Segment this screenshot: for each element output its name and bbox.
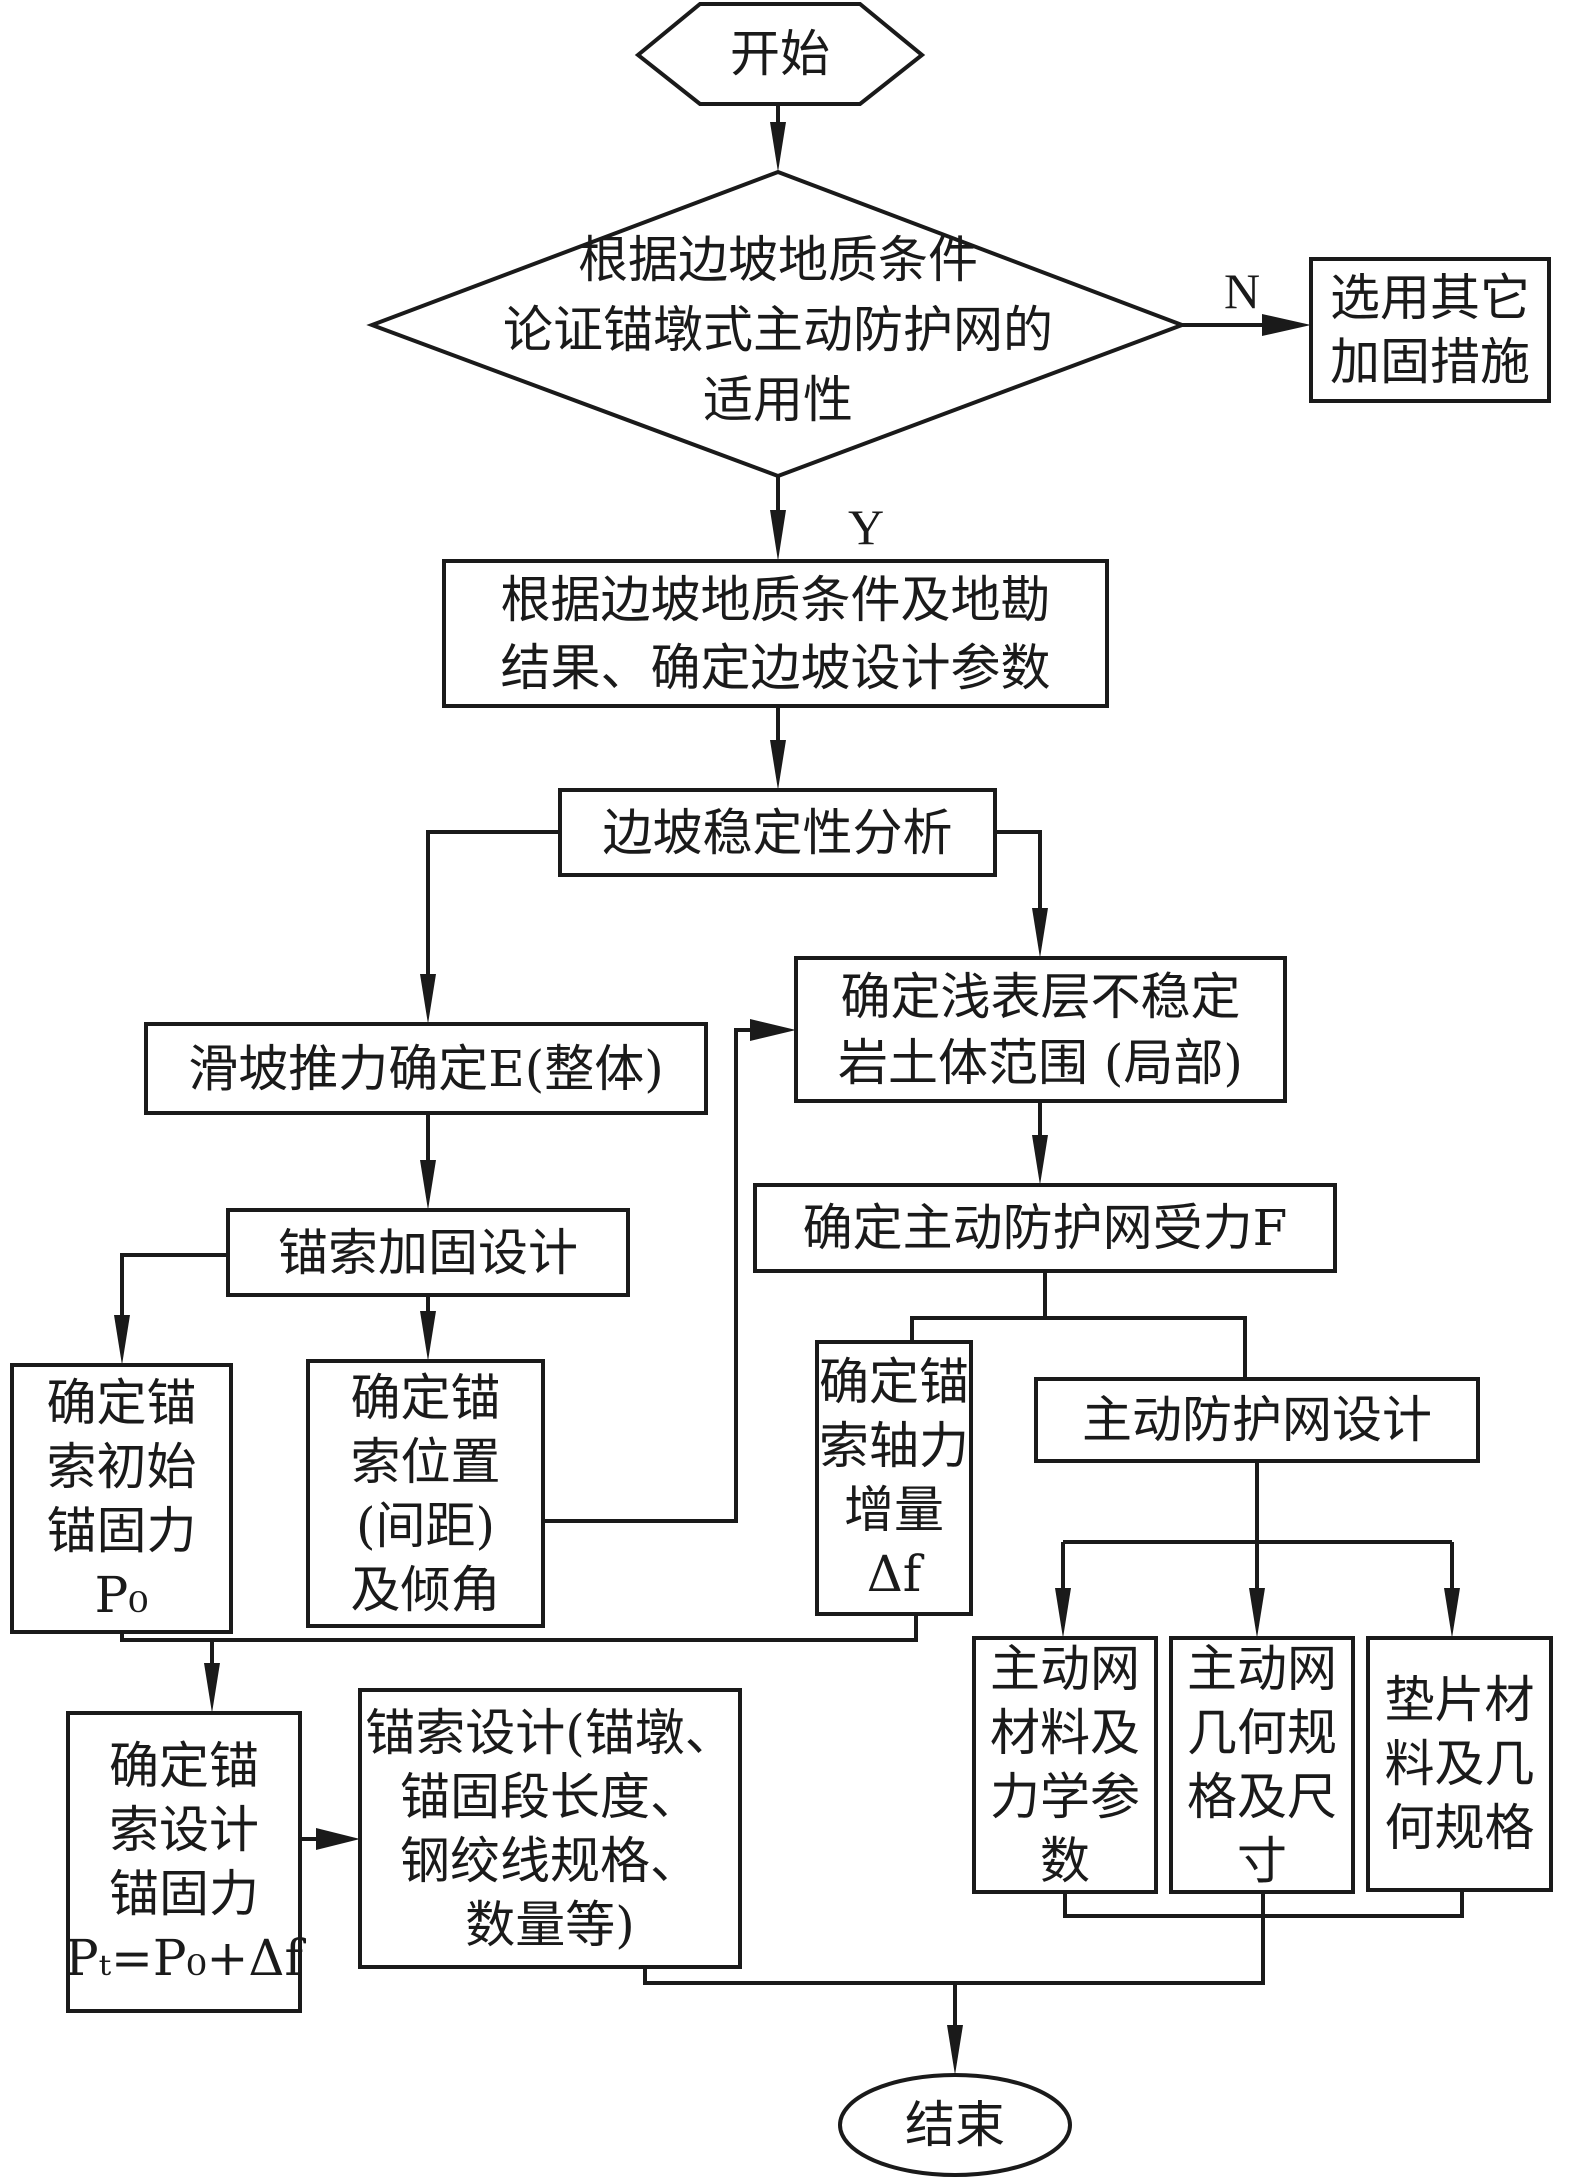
net-material-box	[972, 1636, 1158, 1894]
net-design-node: 主动防护网设计	[1082, 1391, 1432, 1449]
design-params-box	[442, 559, 1109, 708]
arrowhead	[420, 1311, 436, 1361]
end-node: 结束	[905, 2096, 1005, 2154]
arrowhead	[420, 1160, 436, 1210]
no-branch-label: N	[1224, 263, 1261, 319]
washer-node: 垫片材 料及几 何规格	[1384, 1671, 1535, 1857]
arrowhead	[420, 974, 436, 1024]
arrowhead	[1055, 1588, 1071, 1638]
edge-stability-shallow	[995, 830, 1042, 946]
arrowhead	[750, 1019, 796, 1041]
arrowhead	[770, 122, 786, 172]
axial-increment-node: 确定锚 索轴力 增量 Δf	[819, 1353, 969, 1603]
arrowhead	[770, 740, 786, 790]
arrowhead	[1262, 314, 1311, 336]
thrust-node: 滑坡推力确定E(整体)	[188, 1039, 664, 1098]
design-params-node: 根据边坡地质条件及地勘 结果、确定边坡设计参数	[500, 570, 1051, 697]
anchor-design-node: 锚索设计(锚墩、 锚固段长度、 钢绞线规格、 数量等)	[365, 1703, 735, 1954]
arrowhead	[1444, 1588, 1460, 1638]
start-node-shape	[634, 2, 926, 106]
arrowhead	[770, 510, 786, 561]
shallow-range-node: 确定浅表层不稳定 岩土体范围 (局部)	[838, 967, 1243, 1092]
alt-measures-node: 选用其它 加固措施	[1330, 269, 1530, 391]
net-material-node: 主动网 材料及 力学参 数	[990, 1640, 1140, 1890]
initial-force-box	[10, 1363, 233, 1634]
anchor-position-box	[306, 1359, 545, 1628]
edge-initial-axial-merge	[120, 1614, 918, 1642]
arrowhead	[1032, 1135, 1048, 1185]
net-geometry-node: 主动网 几何规 格及尺 寸	[1187, 1640, 1337, 1890]
start-node: 开始	[730, 25, 830, 83]
arrowheads	[114, 122, 1460, 2075]
washer-box	[1366, 1636, 1553, 1892]
axial-increment-box	[815, 1340, 973, 1616]
stability-node: 边坡稳定性分析	[602, 803, 953, 862]
alt-measures-box	[1309, 257, 1551, 403]
arrowhead	[947, 2025, 963, 2075]
arrowhead	[114, 1315, 130, 1365]
arrowhead	[1032, 908, 1048, 958]
anchor-position-node: 确定锚 索位置 (间距) 及倾角	[350, 1368, 501, 1619]
arrowhead	[1249, 1588, 1265, 1638]
edge-netdesign-split	[1061, 1461, 1454, 1626]
edge-stability-thrust	[426, 830, 560, 1012]
design-force-node: 确定锚 索设计 锚固力 Pₜ=P₀+Δf	[64, 1737, 304, 1987]
decision-node: 根据边坡地质条件 论证锚墩式主动防护网的 适用性	[503, 231, 1053, 429]
initial-force-node: 确定锚 索初始 锚固力 P₀	[46, 1373, 197, 1624]
net-force-node: 确定主动防护网受力F	[802, 1199, 1288, 1257]
anchor-reinforce-node: 锚索加固设计	[278, 1223, 578, 1282]
edge-netforce-split	[910, 1271, 1247, 1379]
net-geometry-box	[1169, 1636, 1355, 1894]
anchor-design-box	[358, 1688, 742, 1969]
yes-branch-label: Y	[848, 499, 885, 555]
edge-reinforce-initial	[120, 1253, 228, 1352]
arrowhead	[316, 1828, 360, 1850]
design-force-box	[66, 1711, 302, 2013]
arrowhead	[204, 1663, 220, 1713]
